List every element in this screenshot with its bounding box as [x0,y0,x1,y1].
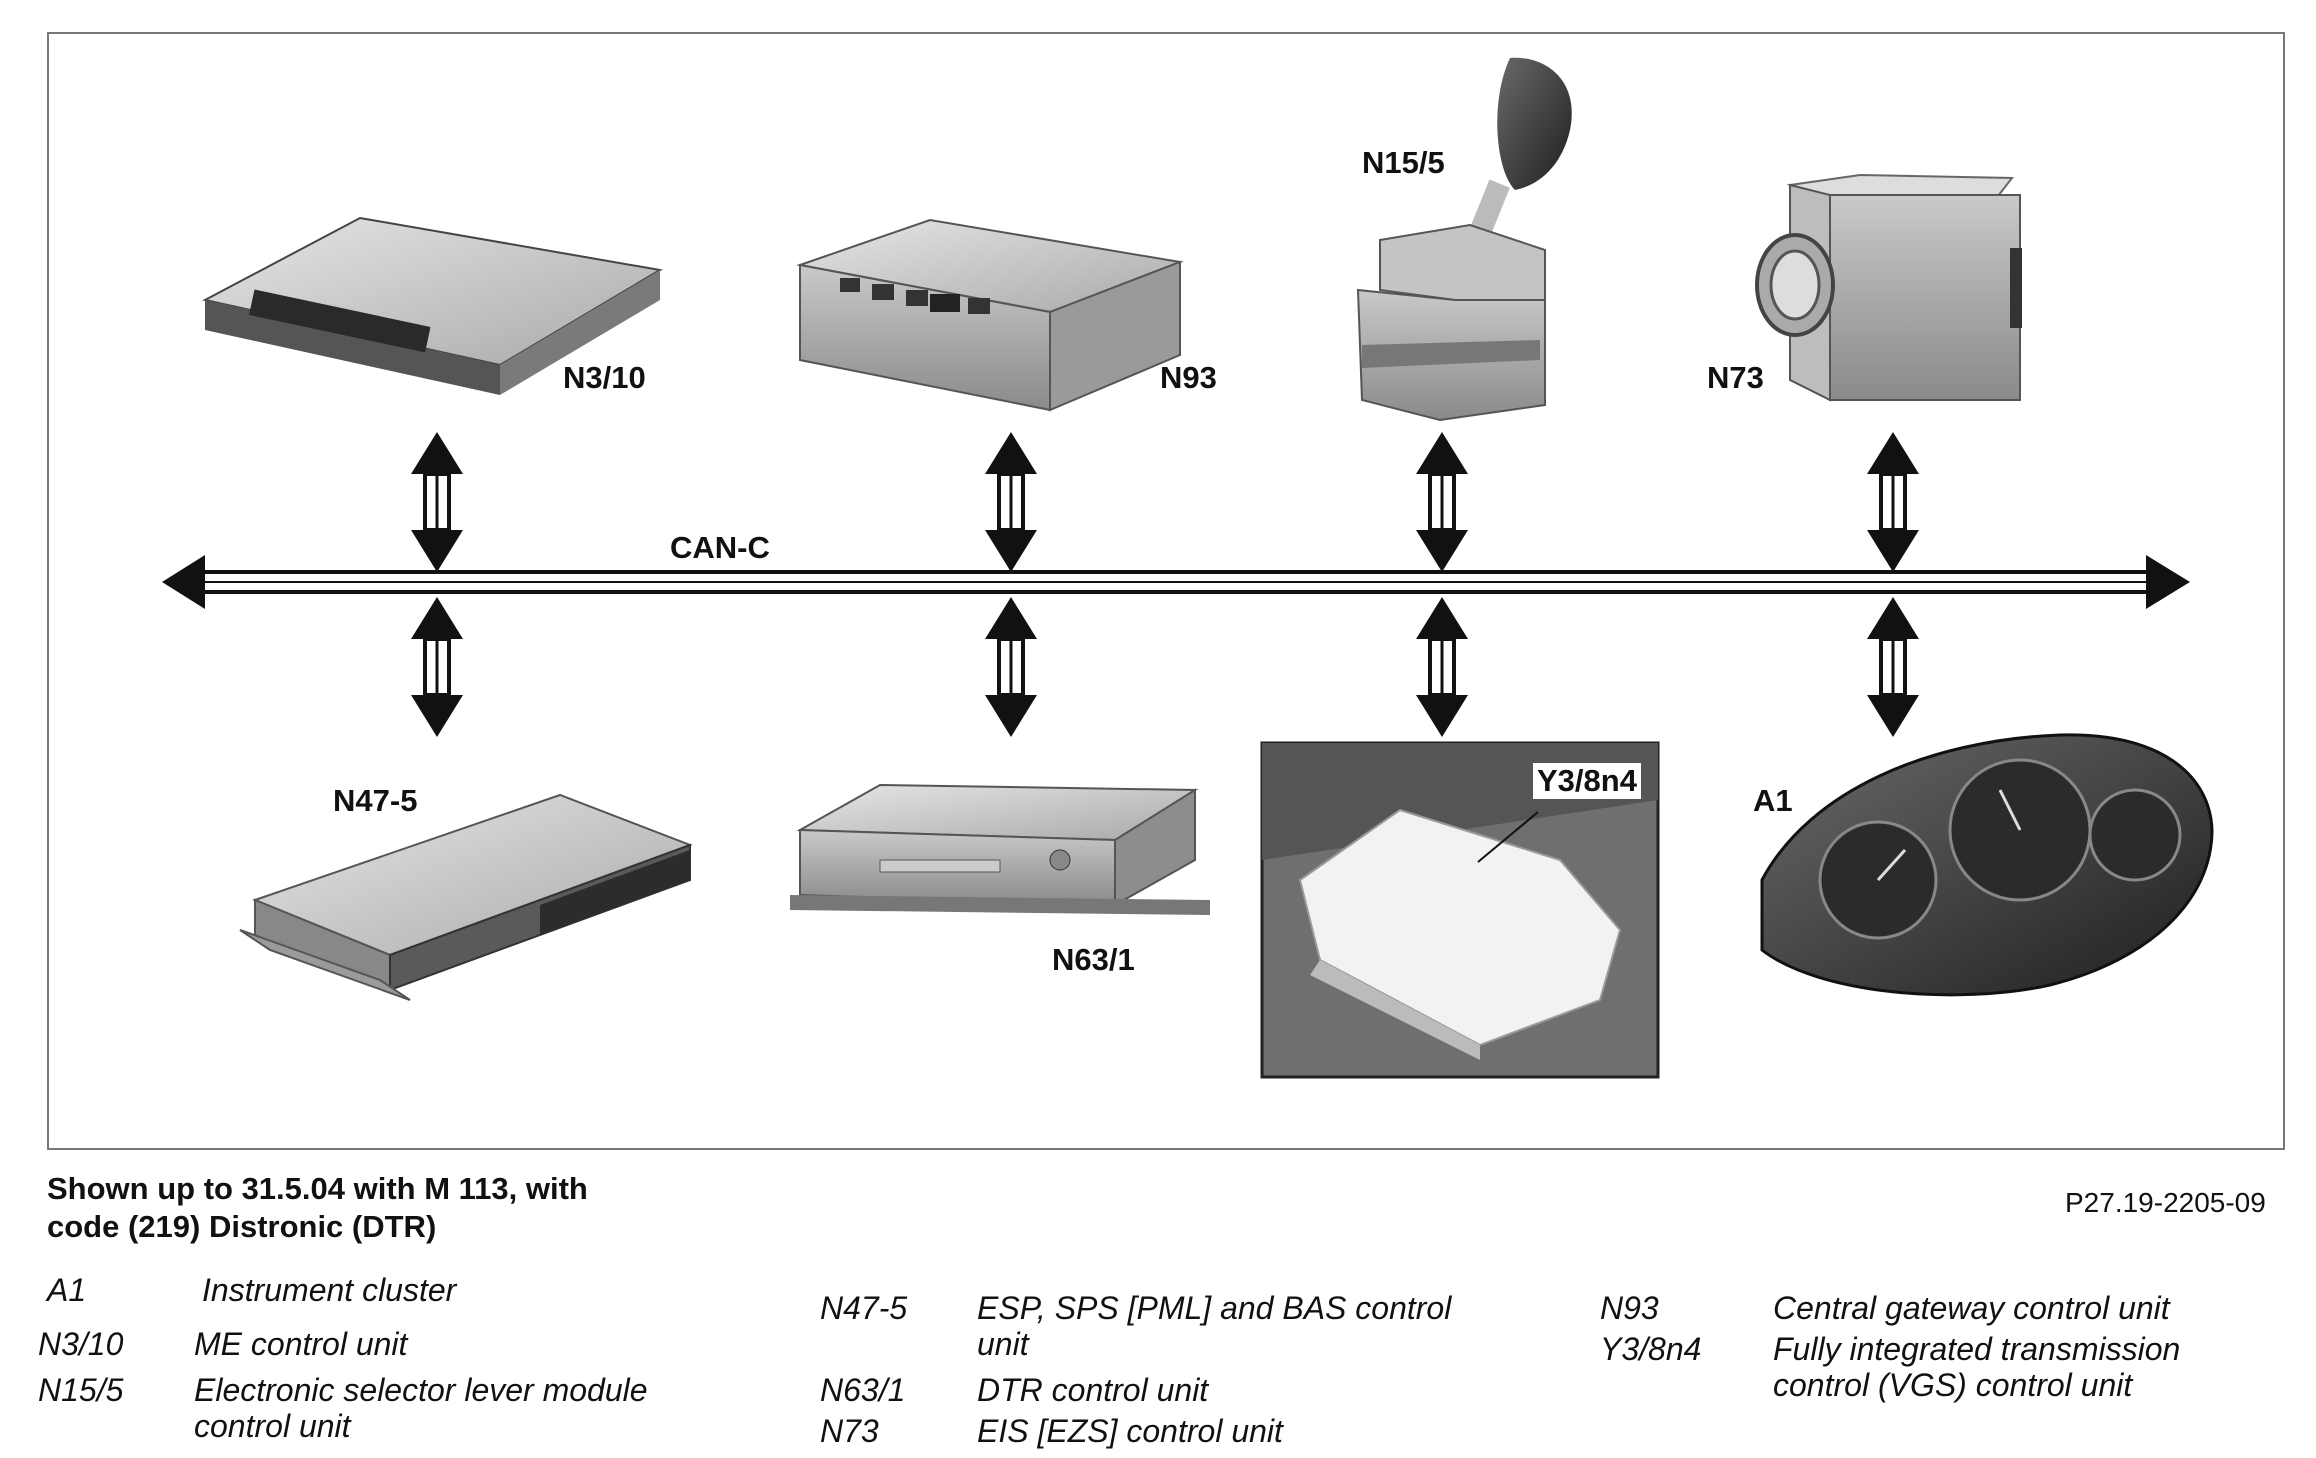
legend-desc: Central gateway control unit [1773,1290,2170,1326]
link-arrow-n63-1 [983,595,1039,739]
link-arrow-n93 [983,430,1039,574]
label-n73: N73 [1707,360,1764,395]
legend-desc: ESP, SPS [PML] and BAS control unit [977,1290,1452,1362]
figure-caption: Shown up to 31.5.04 with M 113, with cod… [47,1171,588,1244]
legend-desc: Instrument cluster [202,1272,457,1308]
legend-code: A1 [47,1272,87,1308]
n15-5-selector-image [1356,57,1572,422]
label-n47-5: N47-5 [333,783,418,818]
link-arrow-y3-8n4 [1414,595,1470,739]
legend-code: N93 [1600,1290,1659,1326]
link-arrow-a1 [1865,595,1921,739]
legend-desc: EIS [EZS] control unit [977,1413,1283,1449]
legend-item: N93 Central gateway control unit [1600,1290,2300,1326]
n47-5-module-image [239,793,693,1001]
n63-1-module-image [790,783,1210,915]
legend-code: N63/1 [820,1372,906,1408]
legend-item: N63/1 DTR control unit [820,1372,1520,1408]
figure-reference: P27.19-2205-09 [2065,1187,2266,1218]
label-y3-8n4: Y3/8n4 [1533,763,1641,799]
link-arrow-n15-5 [1414,430,1470,574]
legend-item: N15/5 Electronic selector lever module c… [38,1372,738,1452]
link-arrow-n47-5 [409,595,465,739]
label-n63-1: N63/1 [1052,942,1135,977]
n73-eis-image [1755,173,2022,402]
label-a1: A1 [1753,783,1793,818]
n93-module-image [796,218,1184,412]
legend-desc: Fully integrated transmission control (V… [1773,1331,2181,1403]
label-can-c: CAN-C [670,530,770,565]
link-arrow-n73 [1865,430,1921,574]
legend-item: A1 Instrument cluster [47,1272,747,1308]
link-arrow-n3-10 [409,430,465,574]
label-n15-5: N15/5 [1362,145,1445,180]
legend-code: Y3/8n4 [1600,1331,1702,1367]
label-n3-10: N3/10 [563,360,646,395]
legend-desc: DTR control unit [977,1372,1209,1408]
can-c-bus [162,555,2190,609]
legend-desc: Electronic selector lever module control… [194,1372,648,1444]
n3-10-module-image [202,216,663,395]
legend-item: N3/10 ME control unit [38,1326,738,1362]
legend-item: N73 EIS [EZS] control unit [820,1413,1520,1449]
legend-code: N3/10 [38,1326,124,1362]
legend-item: Y3/8n4 Fully integrated transmission con… [1600,1331,2300,1411]
legend-code: N15/5 [38,1372,124,1408]
a1-instrument-cluster-image [1760,733,2214,997]
legend-code: N47-5 [820,1290,908,1326]
legend-desc: ME control unit [194,1326,408,1362]
legend-item: N47-5 ESP, SPS [PML] and BAS control uni… [820,1290,1520,1370]
legend-code: N73 [820,1413,879,1449]
label-n93: N93 [1160,360,1217,395]
